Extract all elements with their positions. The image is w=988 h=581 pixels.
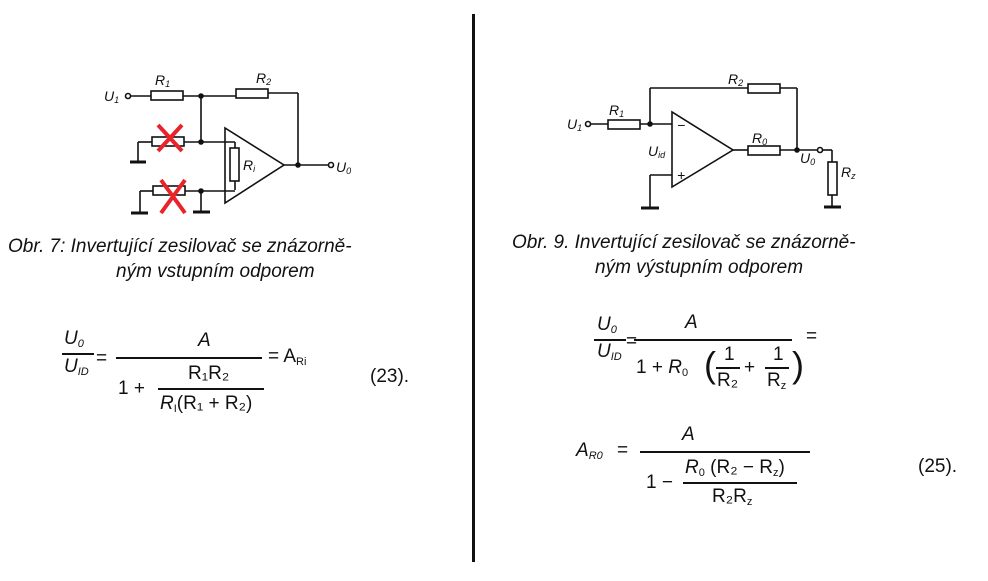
label-rz: Rz bbox=[841, 164, 856, 181]
label-r2: R2 bbox=[256, 70, 271, 87]
label-ri: Ri bbox=[243, 157, 256, 174]
label-u0: U0 bbox=[336, 159, 351, 176]
label-r1: R1 bbox=[155, 72, 170, 89]
label-r2: R2 bbox=[728, 71, 743, 88]
resistor-r1 bbox=[607, 119, 641, 130]
label-u1: U1 bbox=[104, 88, 119, 105]
fig9-wires bbox=[584, 83, 841, 210]
label-r1: R1 bbox=[609, 102, 624, 119]
resistor-rz bbox=[827, 161, 838, 196]
fig7-wires bbox=[124, 88, 335, 215]
label-plus: + bbox=[677, 167, 685, 183]
label-u1: U1 bbox=[567, 116, 582, 133]
label-r0: R0 bbox=[752, 130, 767, 147]
fig7-caption-line1: Obr. 7: Invertující zesilovač se znázorn… bbox=[8, 236, 352, 257]
opamp-triangle bbox=[224, 126, 286, 205]
label-uid: Uid bbox=[648, 143, 666, 160]
resistor-r0 bbox=[747, 145, 781, 156]
label-minus: − bbox=[677, 117, 685, 133]
fig9-caption-line2: ným výstupním odporem bbox=[595, 257, 804, 278]
fig7-caption-line2: ným vstupním odporem bbox=[116, 261, 315, 282]
opamp-triangle bbox=[671, 110, 735, 189]
resistor-r2 bbox=[747, 83, 781, 94]
strike-marks bbox=[156, 123, 187, 215]
column-divider bbox=[472, 14, 475, 562]
fig9-caption-line1: Obr. 9. Invertující zesilovač se znázorn… bbox=[512, 232, 856, 253]
label-u0: U0 bbox=[800, 150, 815, 167]
